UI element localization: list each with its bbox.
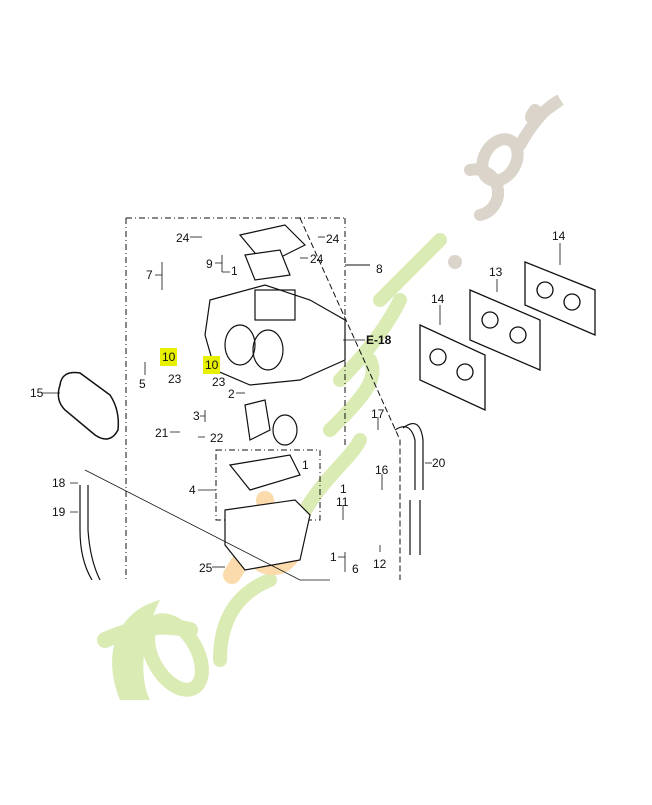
callout-11: 11	[336, 495, 349, 509]
callout-10-highlighted-right[interactable]: 10	[203, 356, 221, 374]
choke-assembly	[244, 399, 298, 446]
callout-23-left: 23	[168, 372, 182, 386]
callout-21: 21	[155, 426, 169, 440]
gasket-15	[57, 371, 120, 440]
float-bowl	[224, 454, 311, 571]
callout-12: 12	[373, 557, 387, 571]
callout-3: 3	[193, 409, 200, 423]
watermark	[97, 94, 564, 700]
callout-9: 9	[206, 257, 213, 271]
callout-24-right: 24	[310, 252, 324, 266]
callout-1-bowl-gasket: 1	[302, 458, 309, 472]
callout-1-washer: 1	[340, 482, 347, 496]
callout-1-screw: 1	[330, 550, 337, 564]
callout-14-front: 14	[431, 292, 445, 306]
callout-5: 5	[139, 377, 146, 391]
callout-13: 13	[489, 265, 503, 279]
callout-17: 17	[371, 407, 385, 421]
callout-7: 7	[146, 268, 153, 282]
callout-16: 16	[375, 463, 389, 477]
reference-e18-link[interactable]: E-18	[366, 333, 392, 347]
callout-23-right: 23	[212, 375, 226, 389]
callout-1-gasket-top: 1	[231, 264, 238, 278]
callout-20: 20	[432, 456, 446, 470]
hoses	[79, 422, 424, 581]
callout-24-left: 24	[176, 231, 190, 245]
carburetor-body	[204, 224, 346, 386]
callout-8: 8	[376, 262, 383, 276]
callout-24-right-top: 24	[326, 232, 340, 246]
callout-6: 6	[352, 562, 359, 576]
callout-25: 25	[199, 561, 213, 575]
leader-lines	[42, 236, 561, 581]
callout-22: 22	[210, 431, 224, 445]
insulator-plates	[419, 261, 596, 412]
callout-4: 4	[189, 483, 196, 497]
callout-10-highlighted-left[interactable]: 10	[160, 348, 178, 366]
callout-2: 2	[228, 387, 235, 401]
callout-18: 18	[52, 476, 66, 490]
callout-14-back: 14	[552, 229, 566, 243]
callout-19: 19	[52, 505, 66, 519]
callout-15: 15	[30, 386, 44, 400]
